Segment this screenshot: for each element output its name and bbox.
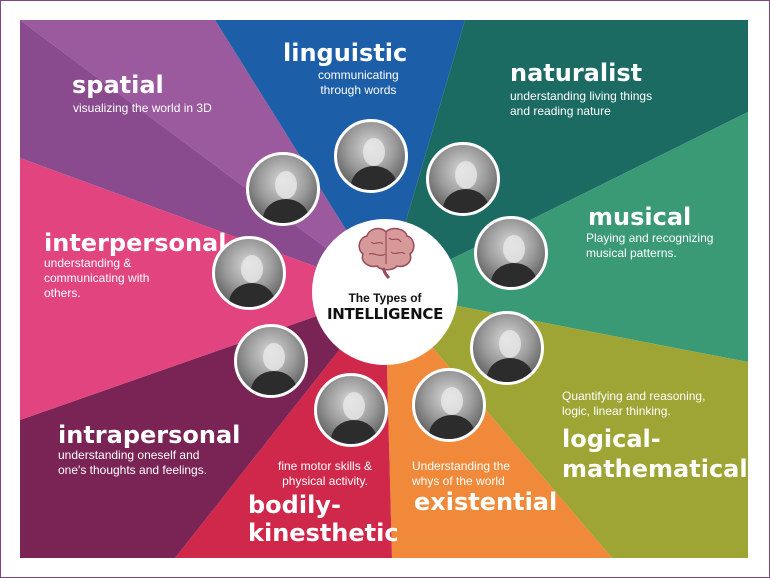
portrait-aristotle-icon bbox=[412, 368, 486, 442]
title-intrapersonal: intrapersonal bbox=[58, 421, 241, 449]
desc-bodily: fine motor skills & physical activity. bbox=[278, 459, 373, 488]
desc-spatial: visualizing the world in 3D bbox=[73, 101, 212, 115]
wedge-bodily bbox=[175, 292, 392, 558]
desc-naturalist: understanding living things and reading … bbox=[510, 89, 653, 118]
portrait-marilyn-icon bbox=[212, 236, 286, 310]
portrait-mozart-icon bbox=[474, 216, 548, 290]
title-bodily: bodily- kinesthetic bbox=[248, 491, 399, 547]
title-musical: musical bbox=[588, 203, 692, 231]
wedge-naturalist bbox=[385, 20, 748, 292]
title-linguistic: linguistic bbox=[283, 39, 408, 67]
title-logical: logical- mathematical bbox=[562, 425, 748, 483]
desc-logical: Quantifying and reasoning, logic, linear… bbox=[562, 389, 706, 418]
title-existential: existential bbox=[414, 488, 558, 516]
title-spatial: spatial bbox=[72, 71, 164, 99]
portrait-frida-icon bbox=[246, 152, 320, 226]
center-title-small: The Types of bbox=[348, 291, 422, 305]
desc-linguistic: communicating through words bbox=[318, 68, 399, 97]
portrait-einstein-icon bbox=[470, 311, 544, 385]
desc-interpersonal: understanding & communicating with other… bbox=[44, 256, 150, 300]
portrait-maya-angelou-icon bbox=[234, 324, 308, 398]
title-interpersonal: interpersonal bbox=[44, 229, 227, 257]
portrait-bruce-lee-icon bbox=[314, 373, 388, 447]
wedge-interpersonal bbox=[20, 158, 385, 420]
desc-existential: Understanding the whys of the world bbox=[412, 459, 511, 488]
wedge-musical bbox=[385, 112, 748, 362]
portrait-virginia-icon bbox=[334, 119, 408, 193]
portrait-lamarck-icon bbox=[426, 142, 500, 216]
brain-icon bbox=[358, 227, 415, 280]
wedge-existential bbox=[385, 292, 612, 558]
desc-intrapersonal: understanding oneself and one's thoughts… bbox=[58, 448, 208, 477]
desc-musical: Playing and recognizing musical patterns… bbox=[586, 231, 714, 260]
title-naturalist: naturalist bbox=[510, 59, 643, 87]
center-title-big: INTELLIGENCE bbox=[326, 305, 444, 323]
